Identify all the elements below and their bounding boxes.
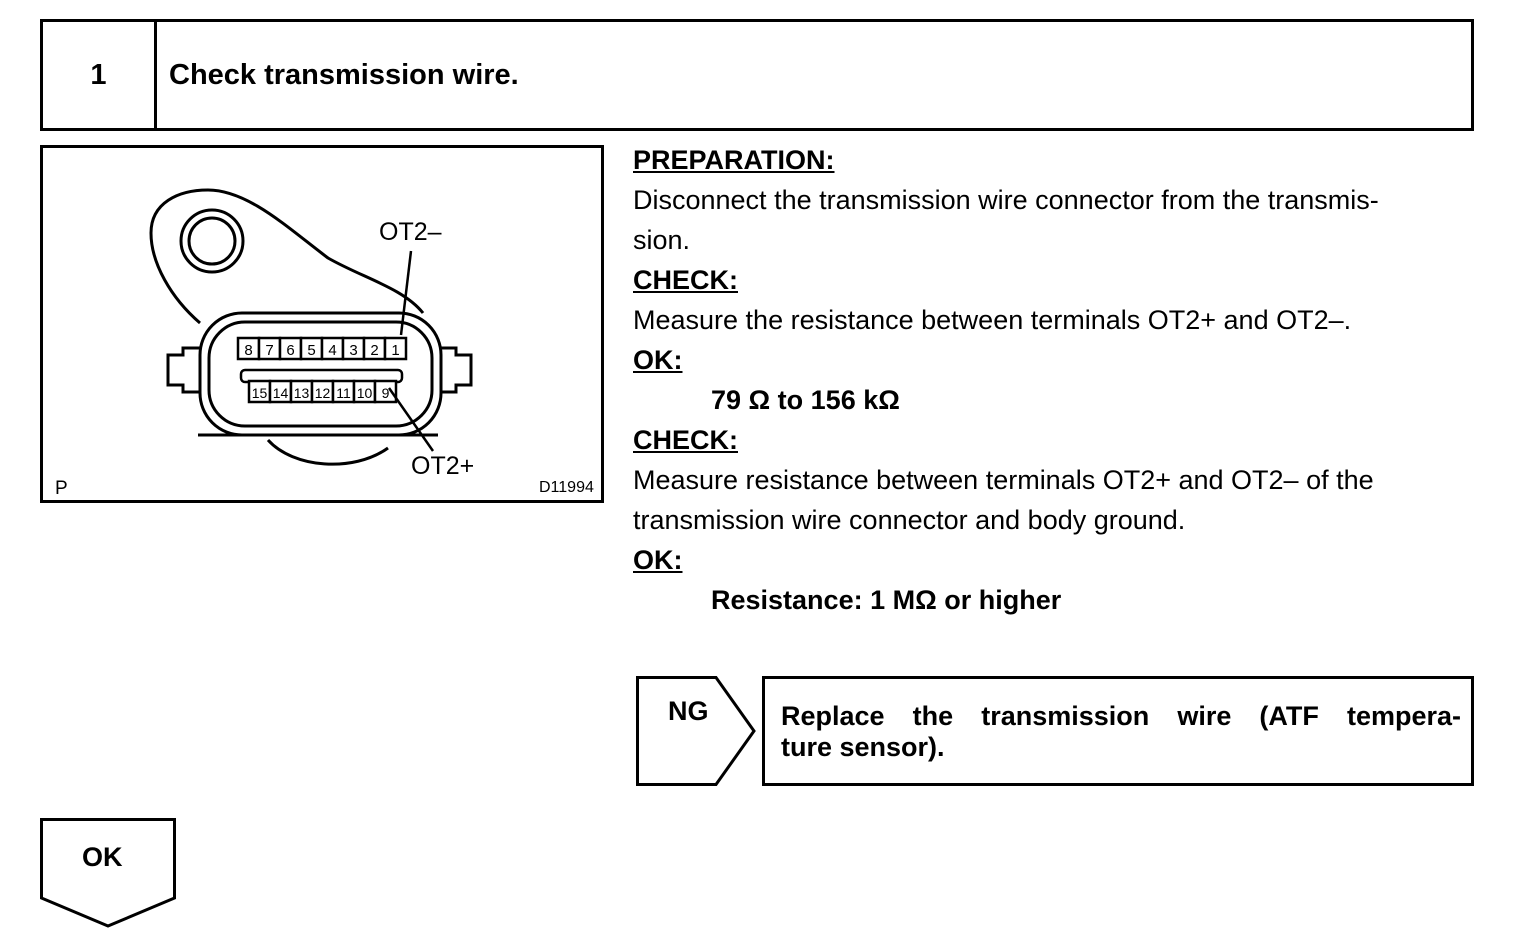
ok-arrow-shape xyxy=(40,818,176,928)
mounting-bracket xyxy=(149,188,425,325)
check-1-text: Measure the resistance between terminals… xyxy=(633,305,1352,335)
connector-shell-inner xyxy=(207,320,434,428)
ok-1-spec: 79 Ω to 156 kΩ xyxy=(711,385,900,415)
preparation-heading: PREPARATION: xyxy=(633,145,835,175)
terminal-top-cell xyxy=(383,336,408,361)
label-ot2-minus: OT2– xyxy=(379,218,442,246)
ok-2-heading: OK: xyxy=(633,545,683,575)
terminal-top-label: 1 xyxy=(391,342,399,359)
figure-code: D11994 xyxy=(539,479,594,496)
right-tab xyxy=(441,346,473,394)
terminal-top-label: 6 xyxy=(286,342,294,359)
ng-action-text: Replace the transmission wire (ATF tempe… xyxy=(781,701,1461,763)
terminal-top-label: 5 xyxy=(307,342,315,359)
terminal-bottom-label: 10 xyxy=(357,385,373,401)
terminal-bottom-label: 9 xyxy=(382,385,390,401)
terminal-top-label: 4 xyxy=(328,342,336,359)
step-header: 1 Check transmission wire. xyxy=(40,19,1474,131)
procedure-text: PREPARATION: Disconnect the transmission… xyxy=(633,140,1473,620)
ng-action-line-2: ture sensor). xyxy=(781,732,945,762)
terminal-bottom-label: 13 xyxy=(294,385,310,401)
preparation-line-1: Disconnect the transmission wire connect… xyxy=(633,185,1379,215)
check-1-heading: CHECK: xyxy=(633,265,738,295)
ng-action-box: Replace the transmission wire (ATF tempe… xyxy=(762,676,1474,786)
terminal-top-label: 7 xyxy=(265,342,273,359)
step-number: 1 xyxy=(43,22,157,128)
figure-corner-left: P xyxy=(55,478,68,499)
terminal-bottom-label: 11 xyxy=(336,385,351,401)
preparation-line-2: sion. xyxy=(633,225,691,255)
ng-arrow-shape xyxy=(636,676,756,786)
ok-label: OK xyxy=(82,842,123,872)
check-2-heading: CHECK: xyxy=(633,425,738,455)
left-tab xyxy=(166,346,200,394)
bolt-hole-outer xyxy=(179,208,245,274)
ok-2-spec: Resistance: 1 MΩ or higher xyxy=(711,585,1062,615)
terminal-top-label: 8 xyxy=(244,342,252,359)
terminal-top-label: 2 xyxy=(370,342,378,359)
terminal-bottom-cell xyxy=(373,379,398,404)
terminal-bottom-label: 12 xyxy=(315,385,331,401)
leader-ot2-plus xyxy=(387,387,435,452)
leader-ot2-minus xyxy=(399,250,413,336)
ng-action-line-1: Replace the transmission wire (ATF tempe… xyxy=(781,701,1461,731)
terminal-bottom-label: 14 xyxy=(273,385,289,401)
ng-label: NG xyxy=(668,696,709,726)
bolt-hole-inner xyxy=(187,216,237,266)
step-title: Check transmission wire. xyxy=(169,58,519,91)
label-ot2-plus: OT2+ xyxy=(411,452,474,480)
check-2-line-2: transmission wire connector and body gro… xyxy=(633,505,1186,535)
terminal-bottom-label: 15 xyxy=(252,385,268,401)
terminal-top-label: 3 xyxy=(349,342,357,359)
check-2-line-1: Measure resistance between terminals OT2… xyxy=(633,465,1374,495)
ok-1-heading: OK: xyxy=(633,345,683,375)
connector-shell-outer xyxy=(198,311,443,437)
sensor-body xyxy=(266,438,389,466)
